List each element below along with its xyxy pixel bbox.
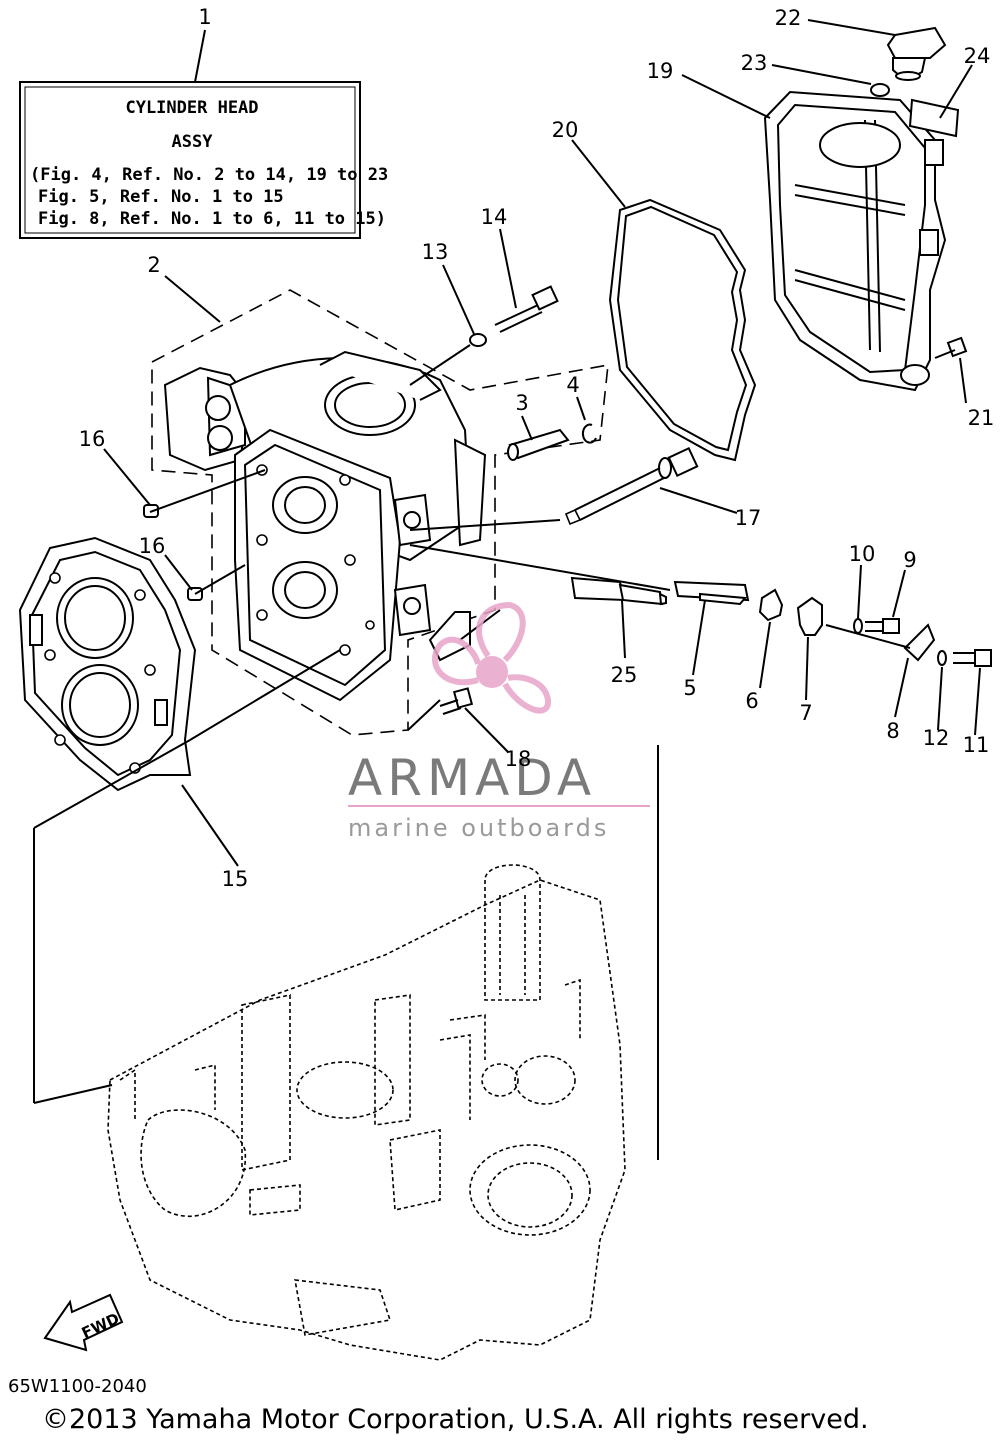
- watermark-tagline: marine outboards: [348, 814, 609, 842]
- callout-2: 2: [147, 253, 160, 277]
- cover-cap: [758, 588, 784, 622]
- callout-4: 4: [566, 373, 579, 397]
- bolt-11: [953, 649, 992, 667]
- diagram-code: 65W1100-2040: [8, 1376, 147, 1397]
- bolt-17: [564, 446, 699, 526]
- bolt-9: [865, 618, 900, 634]
- title-line-1: CYLINDER HEAD: [125, 98, 258, 118]
- cover-bolt: [934, 336, 968, 359]
- title-line-2: ASSY: [172, 132, 214, 152]
- callout-20: 20: [552, 118, 579, 142]
- callout-6: 6: [745, 689, 758, 713]
- clip-4: [581, 423, 597, 444]
- callout-25: 25: [611, 663, 638, 687]
- callout-19: 19: [647, 59, 674, 83]
- spark-plug: [570, 576, 667, 606]
- washer-13: [469, 333, 487, 347]
- propeller-logo: [432, 601, 551, 714]
- thermostat: [673, 580, 750, 606]
- callout-15: 15: [222, 867, 249, 891]
- callout-7: 7: [799, 701, 812, 725]
- bolt-18: [439, 687, 474, 715]
- callout-3: 3: [515, 391, 528, 415]
- fwd-arrow: FWD: [43, 1293, 124, 1352]
- callout-10: 10: [849, 542, 876, 566]
- callout-11: 11: [963, 733, 990, 757]
- thermostat-housing: [796, 596, 823, 636]
- callout-17: 17: [735, 506, 762, 530]
- pin-3: [507, 428, 570, 461]
- armada-watermark: ARMADA marine outboards: [348, 601, 650, 842]
- washer-12: [937, 650, 947, 666]
- assembly-lines: [33, 344, 911, 1160]
- callout-12: 12: [923, 726, 950, 750]
- callout-16-a: 16: [79, 427, 106, 451]
- watermark-brand: ARMADA: [348, 749, 596, 807]
- callout-9: 9: [903, 548, 916, 572]
- callout-21: 21: [968, 406, 995, 430]
- callout-22: 22: [775, 6, 802, 30]
- o-ring: [870, 83, 890, 97]
- callout-18: 18: [505, 747, 532, 771]
- copyright-notice: ©2013 Yamaha Motor Corporation, U.S.A. A…: [42, 1404, 869, 1435]
- callout-14: 14: [481, 205, 508, 229]
- callout-1: 1: [198, 5, 211, 29]
- oil-filler-plug: [886, 26, 947, 81]
- title-line-3: (Fig. 4, Ref. No. 2 to 14, 19 to 23: [30, 165, 388, 185]
- callout-13: 13: [422, 240, 449, 264]
- title-line-5: Fig. 8, Ref. No. 1 to 6, 11 to 15): [38, 209, 386, 229]
- bolt-14: [494, 285, 559, 333]
- head-gasket: [18, 536, 197, 792]
- cylinder-head-cover: [763, 90, 947, 392]
- callout-5: 5: [683, 676, 696, 700]
- callout-16-b: 16: [139, 534, 166, 558]
- leader-lines: [103, 19, 981, 867]
- title-line-4: Fig. 5, Ref. No. 1 to 15: [38, 187, 284, 207]
- washer-10: [853, 618, 863, 634]
- callout-8: 8: [886, 719, 899, 743]
- crankcase-block: [107, 864, 626, 1361]
- cylinder-head: [151, 289, 609, 736]
- title-box: CYLINDER HEAD ASSY (Fig. 4, Ref. No. 2 t…: [19, 81, 388, 239]
- callout-24: 24: [964, 44, 991, 68]
- callout-23: 23: [741, 51, 768, 75]
- bracket-8: [903, 623, 936, 662]
